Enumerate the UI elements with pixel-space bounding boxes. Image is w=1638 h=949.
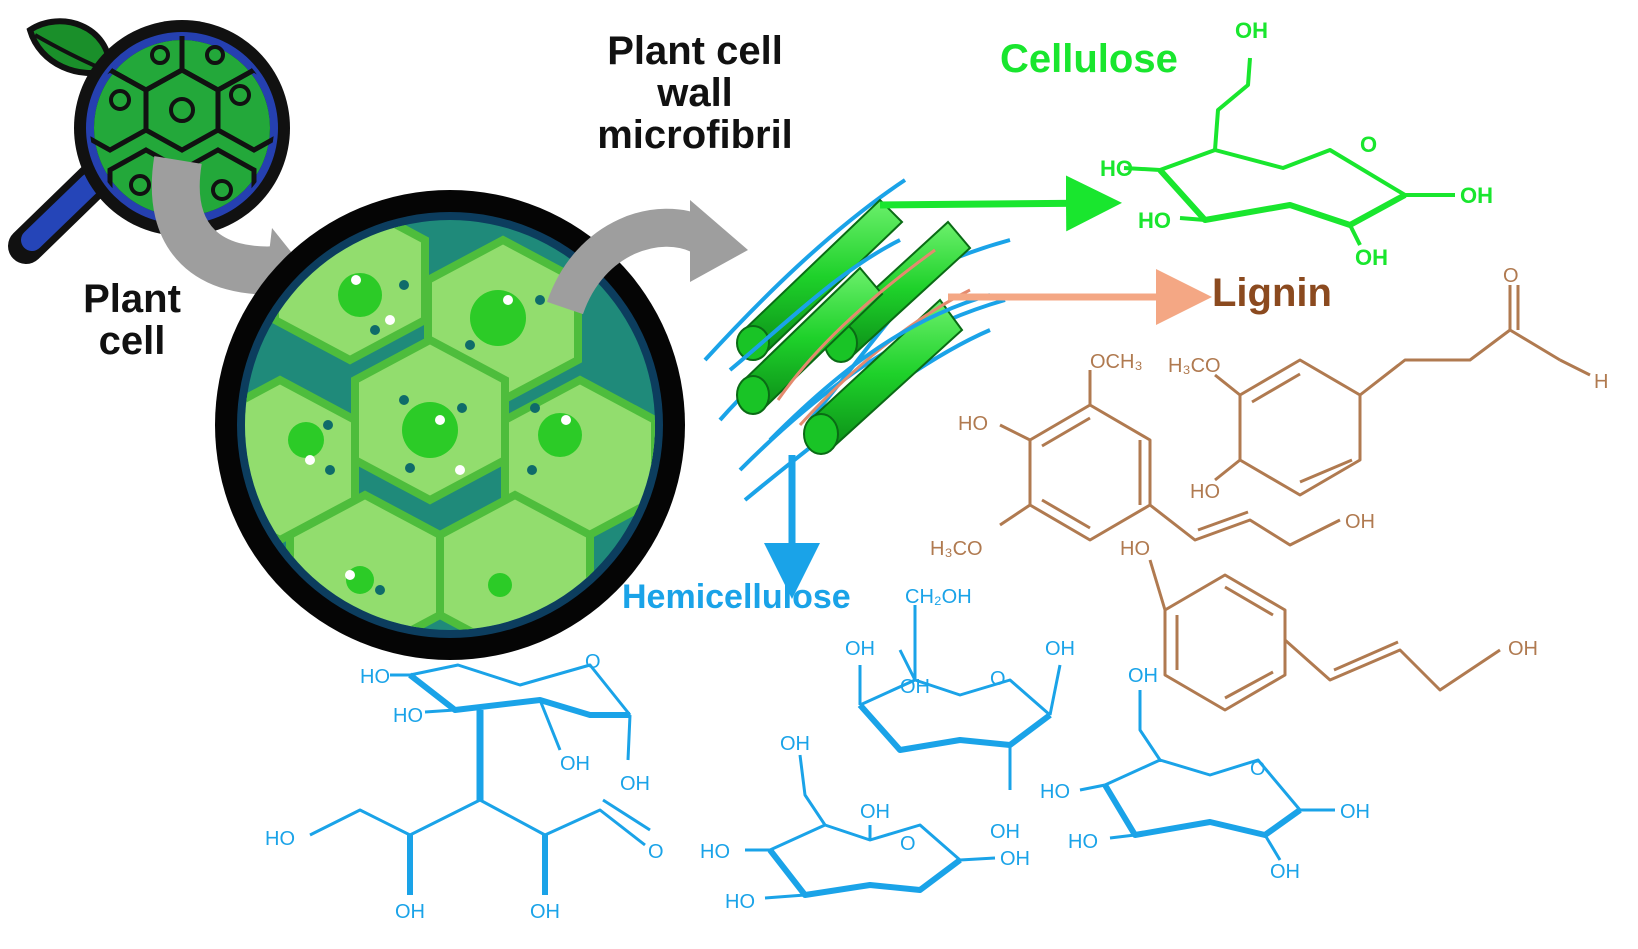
hemi1-oh-4: OH bbox=[530, 901, 560, 923]
cellulose-oh-right: OH bbox=[1460, 183, 1493, 208]
hemi4-oh-3: OH bbox=[1270, 861, 1300, 883]
cellulose-ho-1: HO bbox=[1100, 156, 1133, 181]
lignin2-och3: OCH₃ bbox=[1090, 351, 1143, 373]
label-lignin: Lignin bbox=[1212, 271, 1332, 315]
hemi1-oh-2: OH bbox=[620, 773, 650, 795]
lignin1-h3co: H₃CO bbox=[1168, 355, 1221, 377]
label-microfibril: Plant cell wall microfibril bbox=[597, 29, 793, 157]
hemicellulose-structure-2 bbox=[857, 605, 1062, 790]
lignin3-ho: HO bbox=[1120, 538, 1150, 560]
label-hemicellulose: Hemicellulose bbox=[622, 578, 851, 616]
hemi3-ho-2: HO bbox=[725, 891, 755, 913]
hemi3-oh-2: OH bbox=[860, 801, 890, 823]
lignin-structure-3 bbox=[1148, 559, 1501, 712]
hemi2-oh-1: OH bbox=[845, 638, 875, 660]
lignin1-ho: HO bbox=[1190, 481, 1220, 503]
cellulose-ho-2: HO bbox=[1138, 208, 1171, 233]
hemi4-ring-o: O bbox=[1250, 758, 1266, 780]
hemi2-oh-4: OH bbox=[990, 821, 1020, 843]
hemi2-ch2oh: CH₂OH bbox=[905, 586, 972, 608]
lignin2-h3co: H₃CO bbox=[930, 538, 983, 560]
cellulose-ring-o: O bbox=[1360, 132, 1377, 157]
lignin-structure-1 bbox=[1214, 285, 1591, 497]
hemicellulose-structure-4 bbox=[1079, 690, 1335, 861]
lignin-structure-2 bbox=[999, 370, 1341, 547]
label-cellulose: Cellulose bbox=[1000, 37, 1178, 81]
microfibril-bundle bbox=[703, 178, 1011, 502]
hemi2-oh-2: OH bbox=[900, 676, 930, 698]
grey-arrow-to-microfibril bbox=[547, 200, 748, 315]
arrow-to-cellulose bbox=[879, 175, 1122, 232]
hemi3-oh-3: OH bbox=[1000, 848, 1030, 870]
hemi2-oh-3: OH bbox=[1045, 638, 1075, 660]
hemi1-oh-3: OH bbox=[395, 901, 425, 923]
hemi1-ho-2: HO bbox=[393, 705, 423, 727]
cellulose-oh-top: OH bbox=[1235, 18, 1268, 43]
hemi1-ring-o: O bbox=[585, 651, 601, 673]
hemicellulose-structure-1 bbox=[309, 663, 651, 895]
cellulose-structure bbox=[1123, 57, 1455, 246]
hemi1-oh-1: OH bbox=[560, 753, 590, 775]
cellulose-oh-bottom: OH bbox=[1355, 245, 1388, 270]
label-plant-cell: Plant cell bbox=[83, 277, 181, 363]
hemi3-oh-1: OH bbox=[780, 733, 810, 755]
hemi4-oh-2: OH bbox=[1340, 801, 1370, 823]
hemi4-oh-1: OH bbox=[1128, 665, 1158, 687]
lignin1-o: O bbox=[1503, 265, 1519, 287]
hemi3-ring-o: O bbox=[900, 833, 916, 855]
hemi1-o-ald: O bbox=[648, 841, 664, 863]
lignin3-oh: OH bbox=[1508, 638, 1538, 660]
hemi1-ho-3: HO bbox=[265, 828, 295, 850]
hemi4-ho-1: HO bbox=[1040, 781, 1070, 803]
lignin2-oh: OH bbox=[1345, 511, 1375, 533]
hemi2-ring-o: O bbox=[990, 668, 1006, 690]
hemi3-ho-1: HO bbox=[700, 841, 730, 863]
hemicellulose-structure-3 bbox=[745, 754, 996, 900]
magnifier-icon bbox=[8, 18, 290, 264]
lignin2-ho: HO bbox=[958, 413, 988, 435]
hemi1-ho-1: HO bbox=[360, 666, 390, 688]
hemi4-ho-2: HO bbox=[1068, 831, 1098, 853]
lignin1-h: H bbox=[1594, 371, 1608, 393]
